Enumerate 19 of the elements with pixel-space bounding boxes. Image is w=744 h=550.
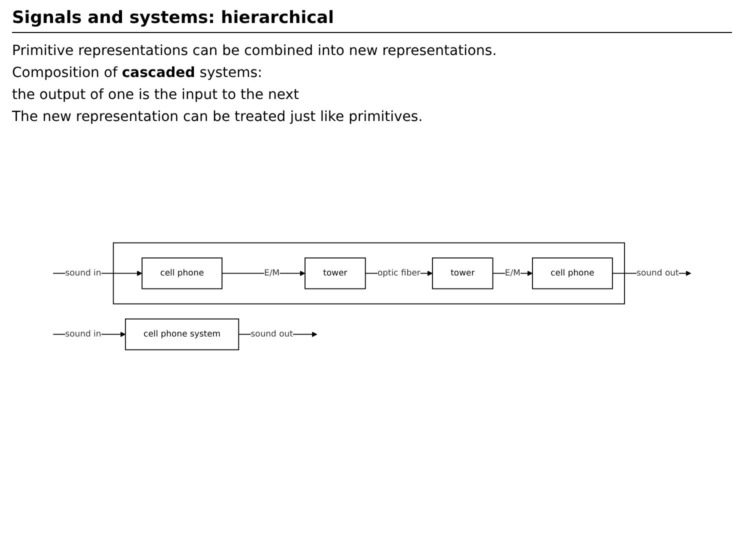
edge-label: sound in: [65, 328, 102, 339]
edge-label: sound out: [636, 268, 679, 278]
edge-label: sound in: [65, 268, 102, 278]
node-box: cell phone: [532, 257, 613, 289]
text-line: Composition of cascaded systems:: [12, 65, 264, 81]
node-box: tower: [304, 257, 366, 289]
text-line: the output of one is the input to the next: [12, 87, 300, 103]
node-box: tower: [432, 257, 494, 289]
edge-label: E/M: [264, 268, 280, 278]
arrow: [222, 270, 306, 276]
cluster: [112, 242, 625, 304]
edge-label: optic fiber: [377, 268, 420, 278]
edge-label: E/M: [504, 268, 520, 278]
text-line: The new representation can be treated just like primitives.: [12, 109, 424, 125]
node-box: cell phone system: [124, 318, 240, 350]
edge-label: sound out: [250, 328, 293, 339]
node-box: cell phone: [142, 257, 222, 289]
slide-title: Signals and systems: hierarchical: [12, 8, 732, 33]
text-line: Primitive representations can be combined into new representations.: [12, 43, 498, 59]
